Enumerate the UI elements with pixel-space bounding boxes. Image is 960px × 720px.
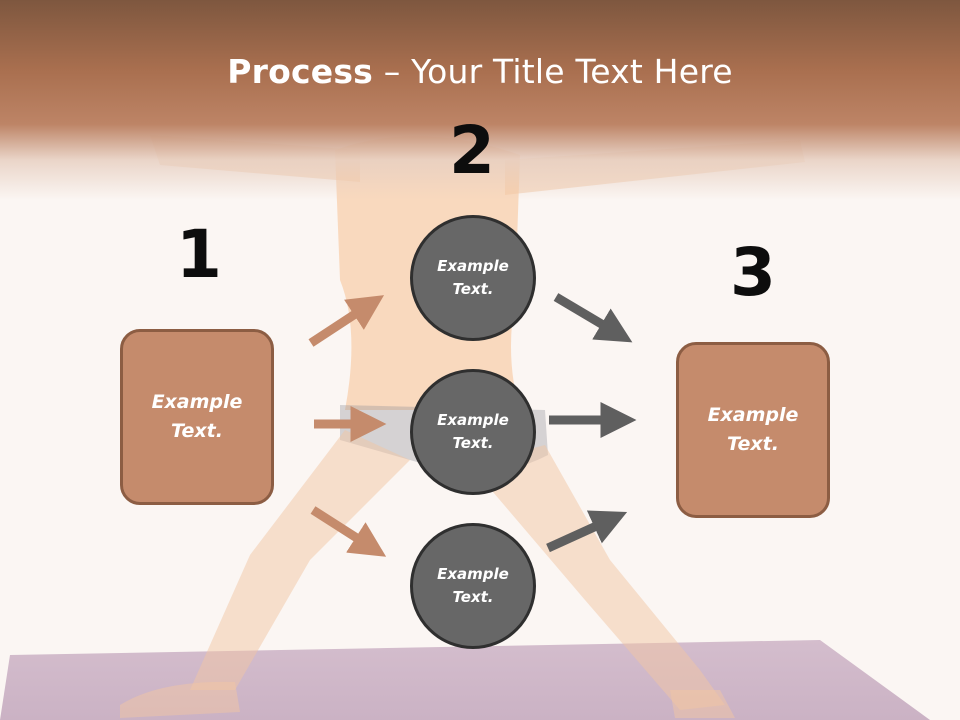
arrow-1-to-bottom [310,506,387,557]
step-number-2: 2 [449,112,495,189]
arrow-top-to-3 [553,293,633,343]
step-3-text: Example Text. [707,404,799,455]
slide-title: Process – Your Title Text Here [0,52,960,91]
circle-top: Example Text. [410,215,536,341]
circle-bottom: Example Text. [410,523,536,649]
step-number-1: 1 [176,216,222,293]
circle-middle-text: Example Text. [437,411,509,452]
title-bold: Process [227,52,374,91]
arrow-1-to-top [308,295,385,347]
arrow-bottom-to-3 [546,510,628,553]
step-number-3: 3 [730,234,776,311]
circle-top-text: Example Text. [437,257,509,298]
circle-bottom-text: Example Text. [437,565,509,606]
step-3-box: Example Text. [676,342,830,518]
title-rest: – Your Title Text Here [373,52,733,91]
step-1-box: Example Text. [120,329,274,505]
header-band [0,0,960,200]
step-1-text: Example Text. [151,391,243,442]
circle-middle: Example Text. [410,369,536,495]
